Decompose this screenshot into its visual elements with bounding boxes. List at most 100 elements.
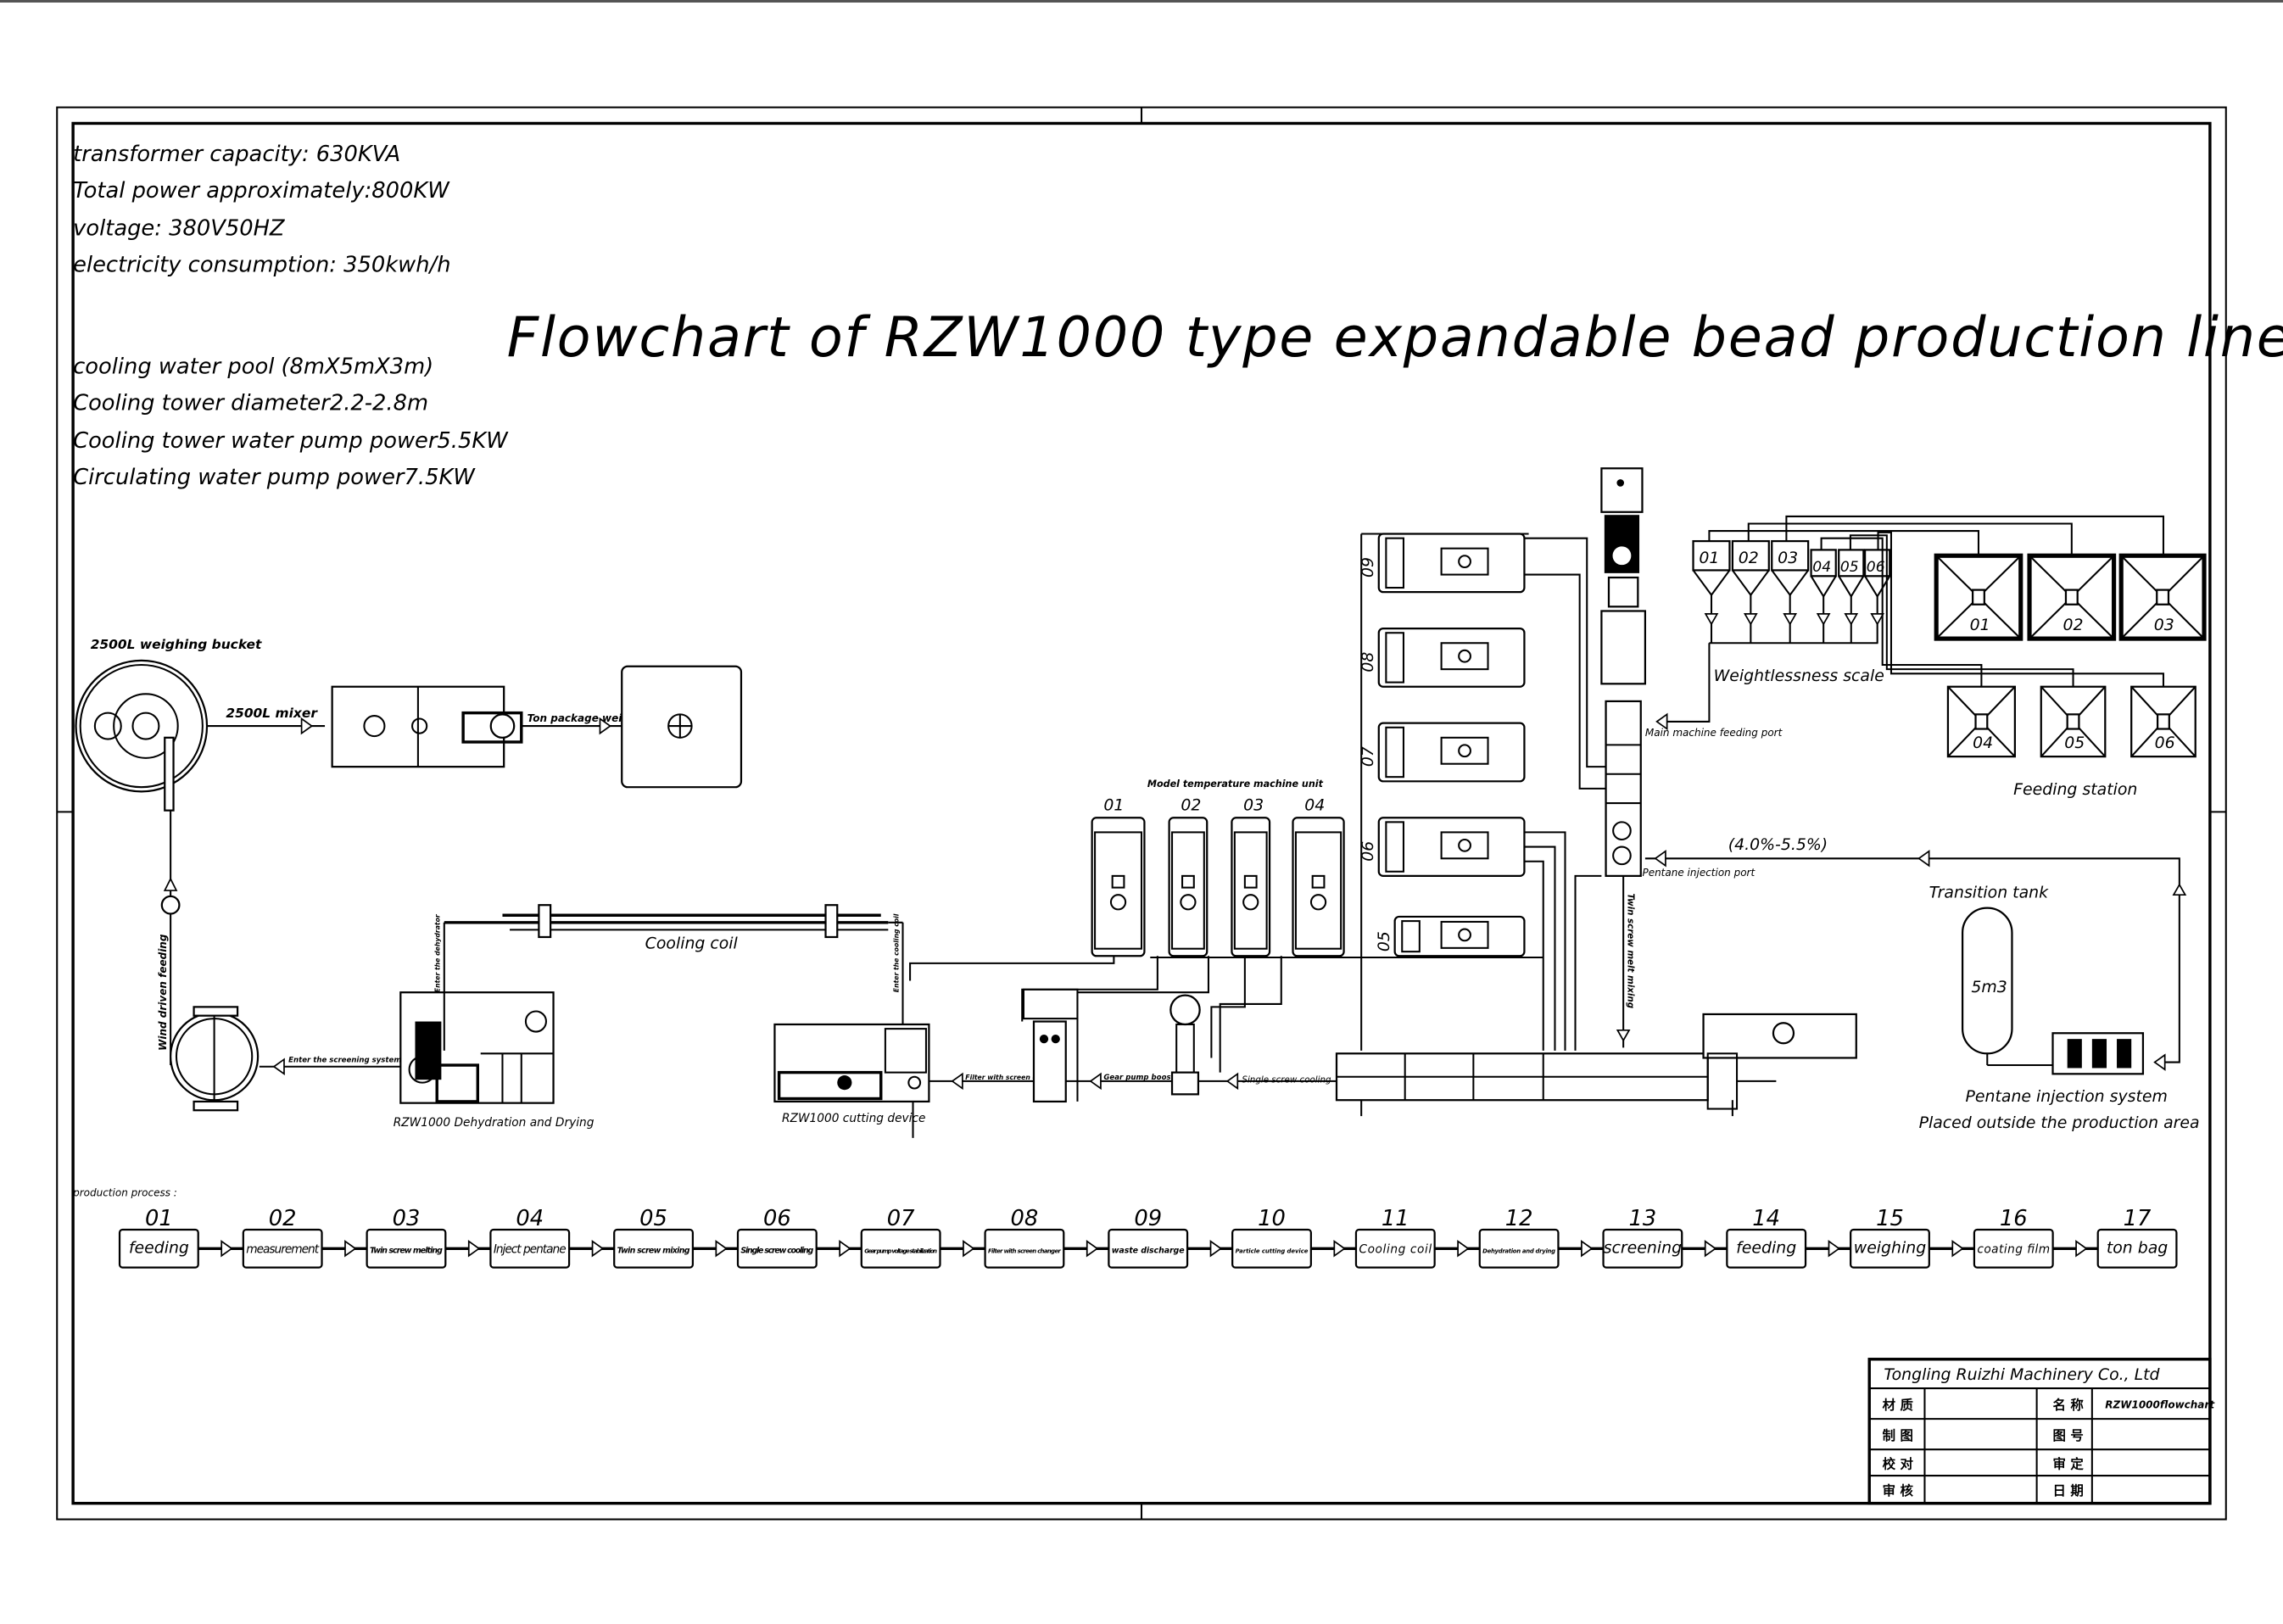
flow-arrow-icon [963, 1240, 975, 1258]
flow-arrow-icon [344, 1240, 357, 1258]
extruder-piping [1524, 537, 1606, 1051]
process-step-label: Cooling coil [1359, 1242, 1432, 1256]
flow-arrow-icon [220, 1240, 233, 1258]
station-number: 02 [2063, 616, 2084, 634]
process-step-number: 05 [639, 1206, 667, 1231]
flow-arrow-icon [1333, 1240, 1346, 1258]
flow-arrow-icon [591, 1240, 605, 1258]
transition-tank-label: Transition tank [1929, 884, 2050, 902]
temp-unit-number: 02 [1181, 796, 1201, 815]
title-block: Tongling Ruizhi Machinery Co., Ltd 材 质名 … [1867, 1358, 2215, 1505]
temp-unit-number: 09 [1359, 557, 1377, 578]
dehydration-dryer [399, 991, 555, 1104]
process-step-box [242, 1228, 323, 1269]
hopper: 02 [1731, 539, 1770, 644]
process-step-label: Single screw cooling [740, 1246, 813, 1255]
process-step-label: Filter with screen changer [988, 1247, 1061, 1254]
temp-unit-number: 07 [1359, 746, 1377, 767]
feeding-station-label: Feeding station [2013, 780, 2137, 799]
process-step-number: 12 [1505, 1206, 1533, 1231]
water-specs: cooling water pool (8mX5mX3m) Cooling to… [73, 354, 509, 490]
feeding-station-bin: 01 [1934, 553, 2023, 641]
temp-unit: 03 [1231, 796, 1271, 957]
spec-transformer: transformer capacity: 630KVA [73, 142, 400, 167]
process-step-box [1726, 1228, 1807, 1269]
temp-unit-number: 08 [1359, 652, 1377, 672]
cutting-device [773, 1023, 930, 1138]
process-step-01: 01 feeding [118, 1206, 233, 1269]
hopper-number: 03 [1778, 549, 1798, 567]
spec-circ-pump: Circulating water pump power7.5KW [73, 465, 476, 490]
cooling-coil-label: Cooling coil [645, 935, 739, 953]
process-step-number: 11 [1382, 1206, 1409, 1231]
title-block-label: 材 质 [1883, 1397, 1914, 1413]
process-step-label: Gear pump voltage stabilization [864, 1247, 937, 1254]
ton-package-label: Ton package weight [527, 712, 643, 724]
feeding-station-bin: 03 [2118, 553, 2207, 641]
flow-arrow-icon [1828, 1240, 1840, 1258]
title-block-label: 制 图 [1883, 1428, 1913, 1443]
process-step-number: 01 [145, 1206, 173, 1231]
process-step-label: waste discharge [1112, 1246, 1185, 1255]
station-number: 03 [2154, 616, 2174, 634]
hopper-number: 01 [1699, 549, 1719, 567]
temp-unit: 09 [1359, 533, 1526, 594]
wind-feeding-label: Wind driven feeding [157, 934, 169, 1051]
hopper-number: 04 [1812, 559, 1831, 576]
process-step-box [118, 1228, 199, 1269]
process-step-box [1231, 1228, 1312, 1269]
gear-pump-label: Gear pump boosting [1103, 1074, 1187, 1082]
process-step-number: 17 [2124, 1206, 2152, 1231]
process-step-number: 14 [1752, 1206, 1780, 1231]
process-step-box [1354, 1228, 1436, 1269]
flow-arrow-icon [839, 1240, 851, 1258]
process-step-label: feeding [129, 1238, 189, 1257]
cooling-coil [444, 904, 889, 939]
temp-unit: 01 [1091, 796, 1146, 957]
company-name: Tongling Ruizhi Machinery Co., Ltd [1884, 1365, 2160, 1384]
hopper-number: 06 [1867, 559, 1885, 576]
process-step-number: 02 [269, 1206, 297, 1231]
pentane-injection-system [2051, 1032, 2145, 1075]
temp-unit: 07 [1359, 722, 1526, 783]
feeding-station-bin: 06 [2130, 685, 2196, 758]
flow-arrow-icon [1704, 1240, 1717, 1258]
process-step-label: Particle cutting device [1236, 1247, 1309, 1254]
title-block-label: 日 期 [2053, 1482, 2084, 1498]
process-step-box [1602, 1228, 1683, 1269]
temp-unit-number: 03 [1243, 796, 1264, 815]
process-step-number: 15 [1876, 1206, 1904, 1231]
title-block-value: RZW1000flowchart [2105, 1398, 2215, 1410]
temp-unit: 06 [1359, 817, 1526, 877]
process-step-box [1478, 1228, 1560, 1269]
process-step-box [366, 1228, 447, 1269]
single-screw-extruder [1335, 1013, 1857, 1117]
feeding-station-bin: 05 [2040, 685, 2107, 758]
process-step-label: feeding [1736, 1238, 1796, 1257]
process-step-box [984, 1228, 1065, 1269]
process-step-label: coating film [1977, 1242, 2050, 1256]
hopper-number: 05 [1840, 559, 1859, 576]
filter-label: Filter with screen changer [965, 1074, 1063, 1081]
mixer [331, 685, 523, 768]
flow-arrow-icon [1870, 613, 1885, 626]
process-step-14: 14 feeding [1726, 1206, 1840, 1269]
flow-arrow-icon [1951, 1240, 1964, 1258]
flow-arrow-icon [1743, 613, 1758, 626]
process-step-number: 07 [887, 1206, 915, 1231]
flow-arrow-icon [1086, 1240, 1099, 1258]
twin-screw-extruder [1600, 467, 1647, 877]
